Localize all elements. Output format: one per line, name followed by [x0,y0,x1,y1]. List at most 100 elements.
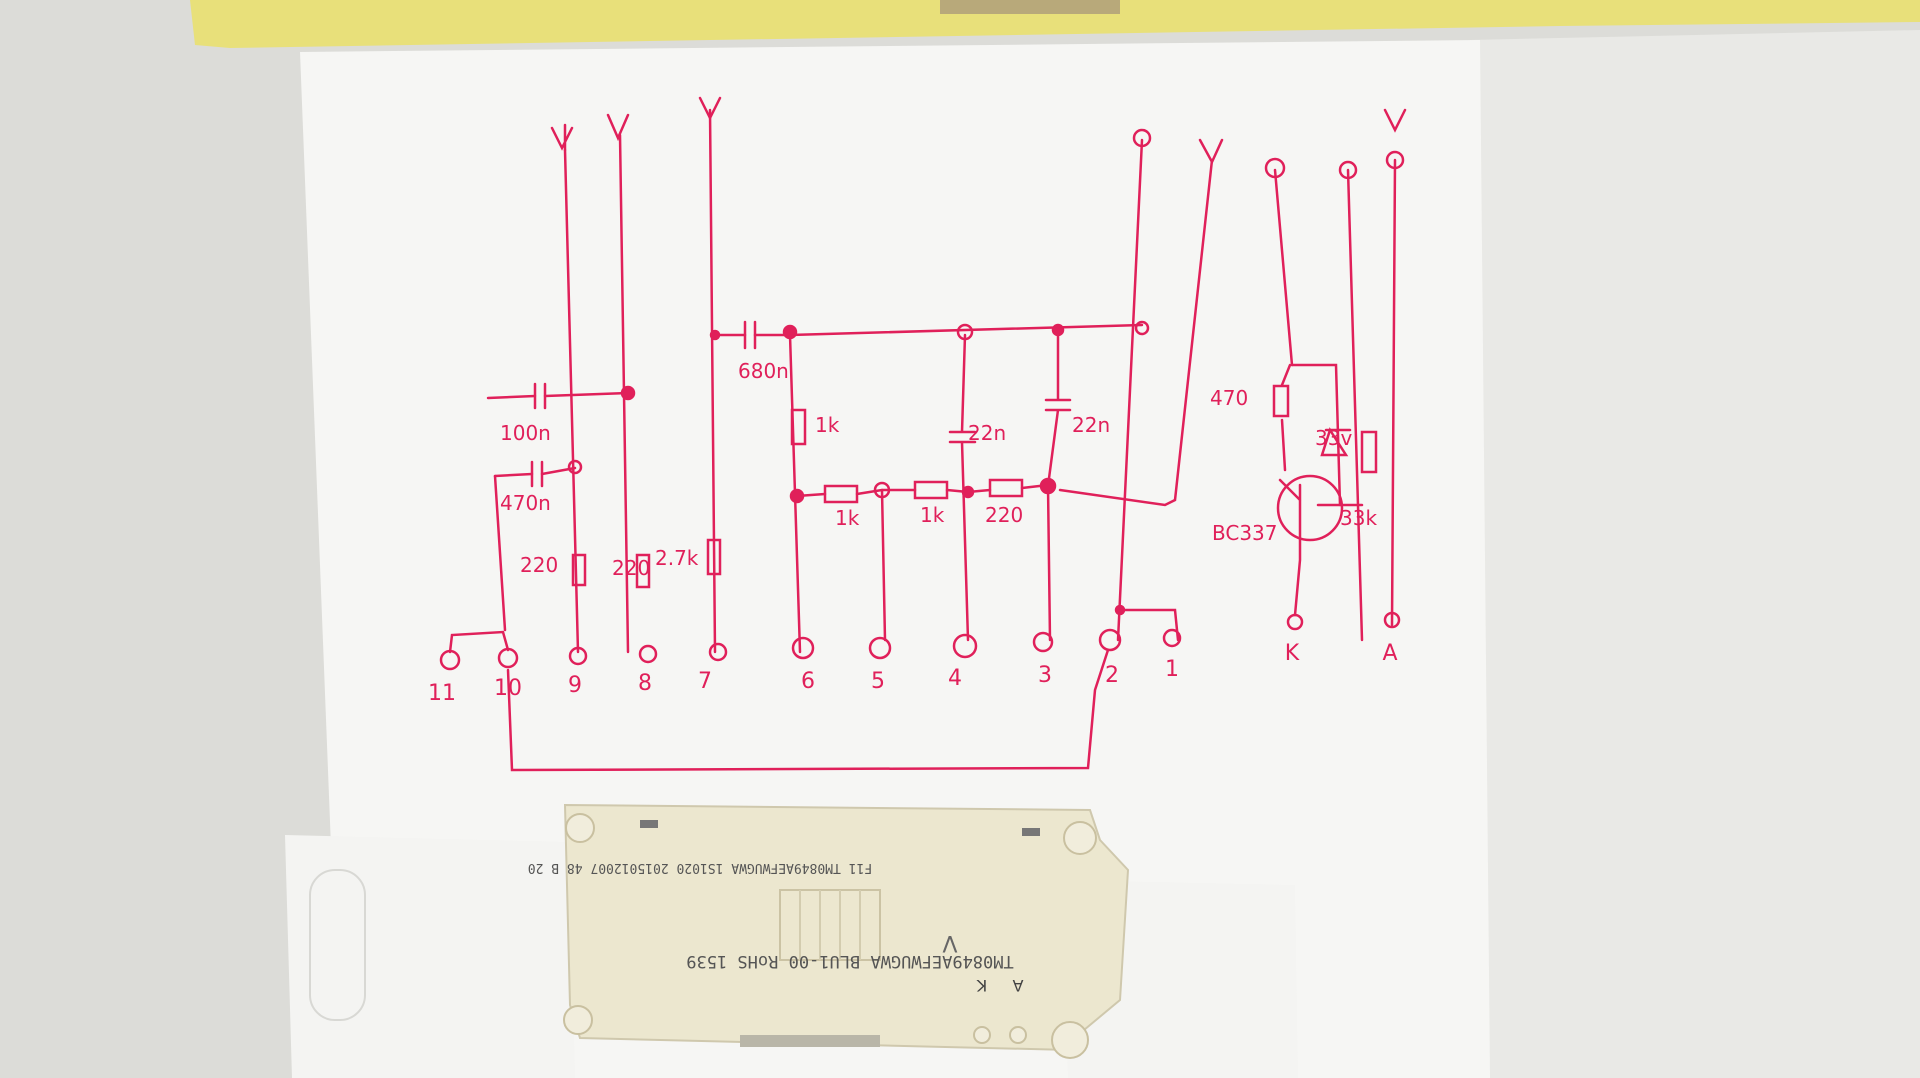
pin-label: 7 [698,669,712,694]
pin-label: 9 [568,673,582,698]
resistor-chain-wire [795,483,1050,498]
terminal-node [1264,157,1286,179]
resistor-1k-vertical [790,408,807,446]
pin-label: 3 [1038,663,1052,688]
pin-label-k: K [1285,641,1300,666]
wire-top-5 [1058,158,1214,507]
pin-label: 5 [871,669,885,694]
resistor-33k [1360,430,1378,474]
wire-cap-100n [486,391,630,400]
label-cap-22n-a: 22n [968,421,1006,445]
pin-label: 6 [801,669,815,694]
label-cap-22n-b: 22n [1072,413,1110,437]
board-slot [1022,828,1040,836]
arrow-terminal [550,123,574,152]
capacitor-22n-b [1044,328,1072,642]
wire-top-6 [1273,168,1294,367]
wire-top-8 [1390,158,1397,627]
faded-sketch [309,869,366,1021]
arrow-terminal [606,113,630,142]
label-cap-470n: 470n [500,491,551,515]
wire-top-7 [1346,168,1364,642]
board-pin-solder [973,1026,991,1044]
wire-pin1 [1116,608,1180,642]
label-cap-100n: 100n [500,421,551,445]
junction [620,385,636,401]
resistor-1k-a [823,484,859,504]
board-window-lines [799,890,861,960]
schematic-labels: 680n 100n 470n 220 220 2.7k 1k 1k 1k 220… [500,359,1377,580]
pin-label: 2 [1105,663,1119,688]
label-transistor: BC337 [1212,521,1278,545]
label-zener: 33v [1315,426,1352,450]
resistor-220-b [635,553,651,589]
note-paper [285,835,575,1078]
board-mark: V [942,930,957,955]
pin-label-a: A [1382,641,1397,666]
resistor-2-7k [706,538,722,576]
arrow-terminal [698,96,722,121]
pin-number-labels: 11 10 9 8 7 6 5 4 3 2 1 K A [428,641,1398,706]
wire-top-4 [1116,138,1144,642]
right-paper-sheet [1470,30,1920,1078]
pin-label: 11 [428,681,456,706]
resistor-220 [571,553,587,587]
wire-top-1 [563,148,580,654]
capacitor-100n [533,382,547,410]
pin-label: 8 [638,671,652,696]
board-mount-peg [1051,1021,1089,1059]
capacitor-470n [530,460,544,488]
wire-470 [1290,363,1342,507]
pin-label: 4 [948,666,962,691]
label-res-1k-a: 1k [835,506,860,530]
junction [1134,320,1150,336]
capacitor-680n [743,320,757,350]
terminal-node [1132,128,1152,148]
arrow-terminal [1198,138,1224,165]
junction [567,459,583,475]
wire-top-3 [708,108,717,654]
label-res-470: 470 [1210,386,1248,410]
board-mount-peg [563,1005,593,1035]
arrow-terminal [1383,108,1407,133]
label-res-220-b: 220 [612,556,650,580]
board-window [779,889,881,961]
capacitor-22n-a [948,333,977,642]
wire-res-470 [1280,363,1292,472]
terminal-node [1385,150,1405,170]
resistor-1k-b [913,480,949,500]
resistor-220-c [988,478,1024,498]
board-text-line2: TM0849AEFWUGWA BLU1-00 RoHS 1539 [686,951,1014,971]
wire-return [506,648,1110,772]
transistor-bc337 [1276,474,1344,542]
board-pin-k-label: K [976,976,987,995]
board-mount-peg [1063,821,1097,855]
label-res-220: 220 [520,553,558,577]
junction [709,329,721,341]
board-body [563,803,1130,1052]
yellow-strip [190,0,1920,48]
label-res-1k-v: 1k [815,413,840,437]
zener-33v [1320,427,1352,457]
board-text-line1: F11 TM0849AEFWUGWA 1S1020 2015012007 48 … [528,860,872,875]
led-board: F11 TM0849AEFWUGWA 1S1020 2015012007 48 … [528,803,1130,1059]
junction [789,488,805,504]
wire-pin11-10 [448,630,510,654]
wire-pin5 [880,488,887,642]
transistor-leads [1278,478,1364,617]
board-slot [640,820,658,828]
board-mount-peg [565,813,595,843]
pin-label: 1 [1165,657,1179,682]
resistor-470 [1272,384,1290,418]
label-res-1k-b: 1k [920,503,945,527]
label-res-220-c: 220 [985,503,1023,527]
board-pin-solder [1009,1026,1027,1044]
board-pin-a-label: A [1012,976,1023,995]
top-connector [940,0,1120,14]
pin-label: 10 [494,676,522,701]
junction [1114,604,1126,616]
label-res-2-7k: 2.7k [655,546,699,570]
wire-pin10 [493,474,507,632]
terminal-node [1338,160,1358,180]
